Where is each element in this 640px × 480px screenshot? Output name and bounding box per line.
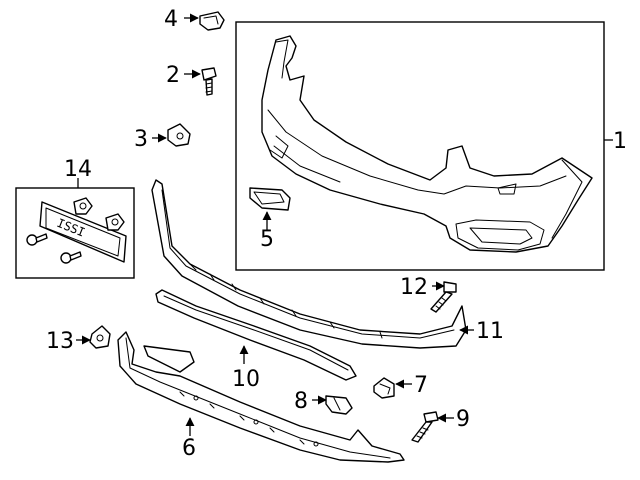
callout-10: 10 [232, 367, 260, 392]
bracket-3 [167, 123, 191, 147]
callout-13: 13 [46, 329, 74, 354]
callout-5: 5 [260, 227, 274, 252]
reflector [249, 187, 291, 211]
callout-4: 4 [164, 7, 178, 32]
bolt-9 [411, 411, 439, 443]
energy-absorber [151, 179, 467, 349]
bolt-12 [430, 281, 457, 313]
callout-6: 6 [182, 436, 196, 461]
license-bracket-kit-box [15, 187, 135, 279]
bracket-13 [89, 325, 111, 349]
license-plate-bracket: ISSI [39, 201, 127, 263]
callout-2: 2 [166, 63, 180, 88]
callout-9: 9 [456, 407, 470, 432]
nut-a [73, 197, 93, 215]
callout-7: 7 [414, 373, 428, 398]
bolt-2 [201, 67, 217, 96]
skid-plate [117, 331, 405, 463]
callout-12: 12 [400, 275, 428, 300]
bumper-cover [261, 35, 593, 253]
screw-b [60, 251, 82, 264]
bumper-cover-group-box [235, 21, 605, 271]
clip-4 [199, 11, 225, 31]
callout-11: 11 [476, 319, 504, 344]
callout-8: 8 [294, 389, 308, 414]
nut-b [105, 213, 125, 231]
clip-7 [373, 377, 395, 399]
screw-a [26, 233, 48, 246]
callout-1: 1 [613, 129, 627, 154]
callout-3: 3 [134, 127, 148, 152]
callout-14: 14 [64, 157, 92, 182]
clip-8 [325, 395, 353, 415]
lower-strip [155, 289, 357, 381]
